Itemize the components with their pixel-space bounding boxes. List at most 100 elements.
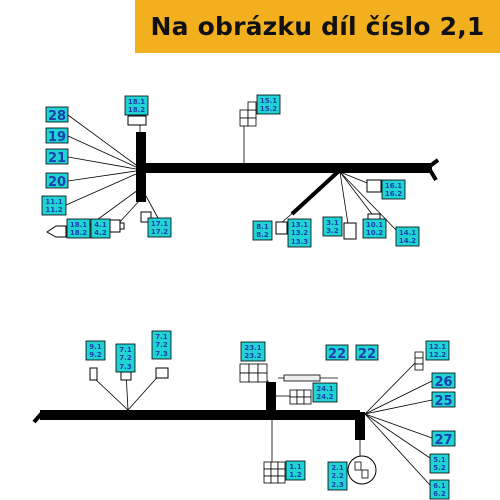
label-23: 23.123.2 <box>240 341 266 362</box>
label-5-line-1: 5.1 <box>433 456 446 464</box>
label-11-line-2: 11.2 <box>45 206 62 214</box>
label-10-line-2: 10.2 <box>366 229 383 237</box>
label-27-text: 27 <box>434 433 452 448</box>
label-9: 9.19.2 <box>85 340 106 361</box>
label-18-bottom-line-1: 18.1 <box>70 221 87 229</box>
wire-14 <box>339 171 399 233</box>
title-banner: Na obrázku díl číslo 2,1 <box>135 0 500 53</box>
connector-17 <box>140 211 152 223</box>
label-7-b-line-2: 7.2 <box>155 341 168 349</box>
bottom-trunk-tail <box>32 411 44 424</box>
label-13-line-2: 13.2 <box>291 229 308 237</box>
label-5-line-2: 5.2 <box>433 464 446 472</box>
connector-4-cap <box>119 222 125 230</box>
label-8: 8.18.2 <box>252 220 273 241</box>
wire-27 <box>364 413 433 439</box>
connector-22-bar <box>283 374 321 382</box>
label-12-line-1: 12.1 <box>429 343 446 351</box>
label-11: 11.111.2 <box>41 195 67 216</box>
label-22-b-text: 22 <box>358 347 376 362</box>
wire-19 <box>67 135 137 168</box>
label-17-line-1: 17.1 <box>151 220 168 228</box>
label-4-line-1: 4.1 <box>94 221 107 229</box>
label-10-line-1: 10.1 <box>366 221 383 229</box>
label-13-line-1: 13.1 <box>291 221 308 229</box>
label-13: 13.113.213.3 <box>287 218 312 248</box>
label-21-text: 21 <box>48 151 66 166</box>
top-trunk-tail-2 <box>428 168 438 182</box>
label-16-line-1: 16.1 <box>385 182 402 190</box>
top-hub-bar <box>136 132 146 202</box>
wire-12 <box>364 357 421 415</box>
label-3: 3.13.2 <box>322 216 343 237</box>
wire-3 <box>339 171 349 225</box>
label-6-line-2: 6.2 <box>433 490 446 498</box>
label-11-line-1: 11.1 <box>45 198 62 206</box>
label-4-line-2: 4.2 <box>94 229 107 237</box>
connector-24-grid <box>289 389 312 405</box>
banner-title: Na obrázku díl číslo 2,1 <box>150 12 485 41</box>
label-25-text: 25 <box>434 394 452 409</box>
label-2-line-1: 2.1 <box>331 464 344 472</box>
label-22-a-text: 22 <box>328 347 346 362</box>
label-15-line-2: 15.2 <box>260 105 277 113</box>
wire-25 <box>364 399 433 415</box>
connector-23-grid <box>239 363 268 383</box>
wire-6 <box>364 413 431 486</box>
connector-16 <box>366 179 382 193</box>
top-trunk-tail <box>428 158 440 168</box>
wire-10 <box>339 171 376 219</box>
label-7-a-line-3: 7.3 <box>119 363 132 371</box>
bottom-harness <box>32 351 433 486</box>
label-28: 28 <box>45 106 69 124</box>
connector-4 <box>109 219 121 233</box>
label-26: 26 <box>431 372 456 390</box>
label-3-line-1: 3.1 <box>326 219 339 227</box>
connector-18-bottom <box>46 225 67 238</box>
label-24: 24.124.2 <box>312 382 338 403</box>
label-1: 1.11.2 <box>285 460 306 481</box>
wire-5 <box>364 413 431 459</box>
label-25: 25 <box>431 391 456 409</box>
label-8-line-1: 8.1 <box>256 223 269 231</box>
label-18-top-line-1: 18.1 <box>128 98 145 106</box>
wire-20 <box>67 170 137 182</box>
label-27: 27 <box>431 430 456 448</box>
label-12: 12.112.2 <box>425 340 450 361</box>
label-24-line-1: 24.1 <box>316 385 333 393</box>
connector-8-13 <box>275 221 288 235</box>
label-22-a: 22 <box>325 344 349 362</box>
label-17-line-2: 17.2 <box>151 228 168 236</box>
connector-15-grid <box>239 101 257 127</box>
label-23-line-1: 23.1 <box>244 344 261 352</box>
label-19-text: 19 <box>48 130 66 145</box>
label-26-text: 26 <box>434 375 452 390</box>
connector-18-top <box>127 115 147 126</box>
label-23-line-2: 23.2 <box>244 352 261 360</box>
top-left-fan <box>65 114 159 226</box>
label-12-line-2: 12.2 <box>429 351 446 359</box>
wire-21 <box>67 156 137 170</box>
label-15: 15.115.2 <box>256 94 281 115</box>
label-19: 19 <box>45 127 69 145</box>
label-7-b: 7.17.27.3 <box>151 330 172 360</box>
label-18-bottom-line-2: 18.2 <box>70 229 87 237</box>
label-18-top: 18.118.2 <box>124 95 149 116</box>
top-harness <box>46 101 440 240</box>
label-1-line-1: 1.1 <box>289 463 302 471</box>
label-21: 21 <box>45 148 69 166</box>
label-6: 6.16.2 <box>429 479 450 500</box>
wire-4 <box>117 199 141 225</box>
wire-17 <box>145 195 159 219</box>
label-4: 4.14.2 <box>90 218 111 239</box>
wire-thick-13 <box>290 168 342 216</box>
connector-12-grid <box>414 351 424 371</box>
label-7-a: 7.17.27.3 <box>115 343 136 373</box>
connector-2-inner-2 <box>361 469 369 479</box>
label-14: 14.114.2 <box>395 226 420 247</box>
label-10: 10.110.2 <box>362 218 387 239</box>
label-2: 2.12.22.3 <box>327 461 348 491</box>
label-28-text: 28 <box>48 109 66 124</box>
wire-28 <box>67 114 137 166</box>
